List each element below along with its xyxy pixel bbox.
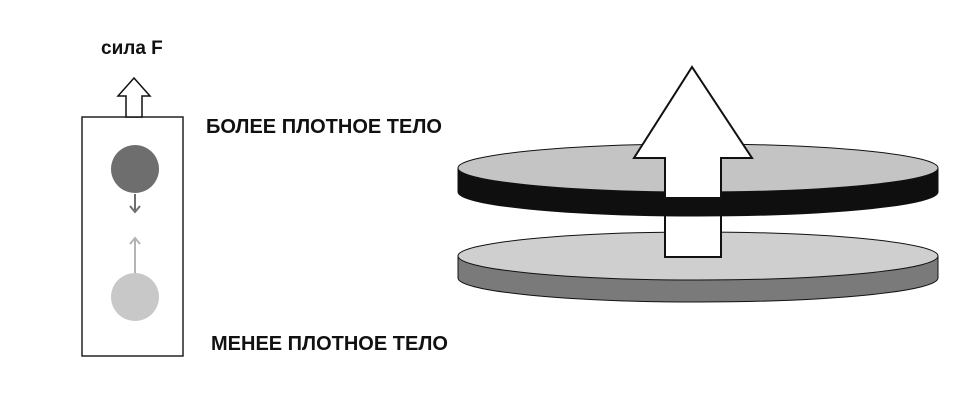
discs-group <box>457 65 939 303</box>
light-ball-up-arrow-icon <box>129 236 141 273</box>
force-label: сила F <box>101 38 163 59</box>
dense-ball <box>111 145 159 193</box>
dense-ball-down-arrow-icon <box>129 194 141 214</box>
large-hollow-arrow-icon <box>632 65 754 199</box>
force-arrow-icon <box>116 76 152 118</box>
light-ball <box>111 273 159 321</box>
less-dense-body-label: МЕНЕЕ ПЛОТНОЕ ТЕЛО <box>211 333 448 355</box>
container-group <box>81 76 184 357</box>
denser-body-label: БОЛЕЕ ПЛОТНОЕ ТЕЛО <box>206 116 442 138</box>
